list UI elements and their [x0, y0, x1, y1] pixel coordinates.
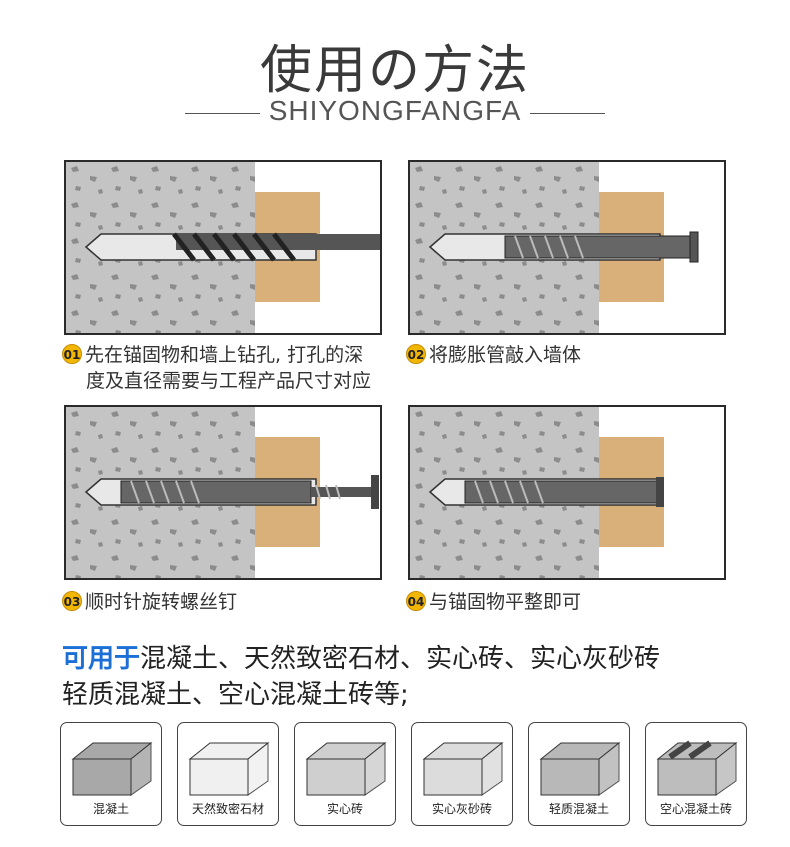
- material-card: 轻质混凝土: [528, 722, 630, 826]
- material-card: 实心砖: [294, 722, 396, 826]
- caption-text: 顺时针旋转螺丝钉: [85, 591, 238, 613]
- material-label: 实心灰砂砖: [431, 802, 492, 816]
- material-block-icon: [188, 741, 270, 796]
- step-badge: 03: [62, 591, 82, 611]
- material-label: 天然致密石材: [191, 802, 264, 816]
- material-block-icon: [422, 741, 504, 796]
- material-label: 空心混凝土砖: [659, 802, 732, 816]
- usage-highlight: 可用于: [62, 644, 141, 674]
- step-4-illustration: [408, 405, 726, 580]
- material-card: 混凝土: [60, 722, 162, 826]
- step-badge: 02: [406, 344, 426, 364]
- material-label: 实心砖: [326, 802, 363, 816]
- step-3-illustration: [64, 405, 382, 580]
- page-title: 使用の方法: [259, 41, 530, 101]
- step-2-illustration: [408, 160, 726, 335]
- step-badge: 04: [406, 591, 426, 611]
- caption-text: 与锚固物平整即可: [429, 591, 582, 613]
- divider-right: [530, 113, 605, 114]
- material-card: 天然致密石材: [177, 722, 279, 826]
- caption-text: 将膨胀管敲入墙体: [429, 344, 582, 366]
- caption-text: 度及直径需要与工程产品尺寸对应: [86, 370, 372, 392]
- material-label: 轻质混凝土: [548, 802, 609, 816]
- usage-line-1: 可用于混凝土、天然致密石材、实心砖、实心灰砂砖: [62, 638, 660, 675]
- divider-left: [185, 113, 260, 114]
- step-badge: 01: [62, 344, 82, 364]
- step-1-illustration: [64, 160, 382, 335]
- caption-text: 先在锚固物和墙上钻孔, 打孔的深: [85, 344, 364, 366]
- usage-line-2: 轻质混凝土、空心混凝土砖等;: [62, 680, 409, 710]
- material-label: 混凝土: [92, 802, 129, 816]
- material-block-icon: [305, 741, 387, 796]
- material-block-icon: [656, 740, 738, 796]
- usage-text: 混凝土、天然致密石材、实心砖、实心灰砂砖: [140, 644, 661, 674]
- material-block-icon: [539, 741, 621, 796]
- material-card: 空心混凝土砖: [645, 722, 747, 826]
- material-block-icon: [71, 741, 153, 796]
- material-card: 实心灰砂砖: [411, 722, 513, 826]
- page-subtitle: SHIYONGFANGFA: [268, 95, 522, 126]
